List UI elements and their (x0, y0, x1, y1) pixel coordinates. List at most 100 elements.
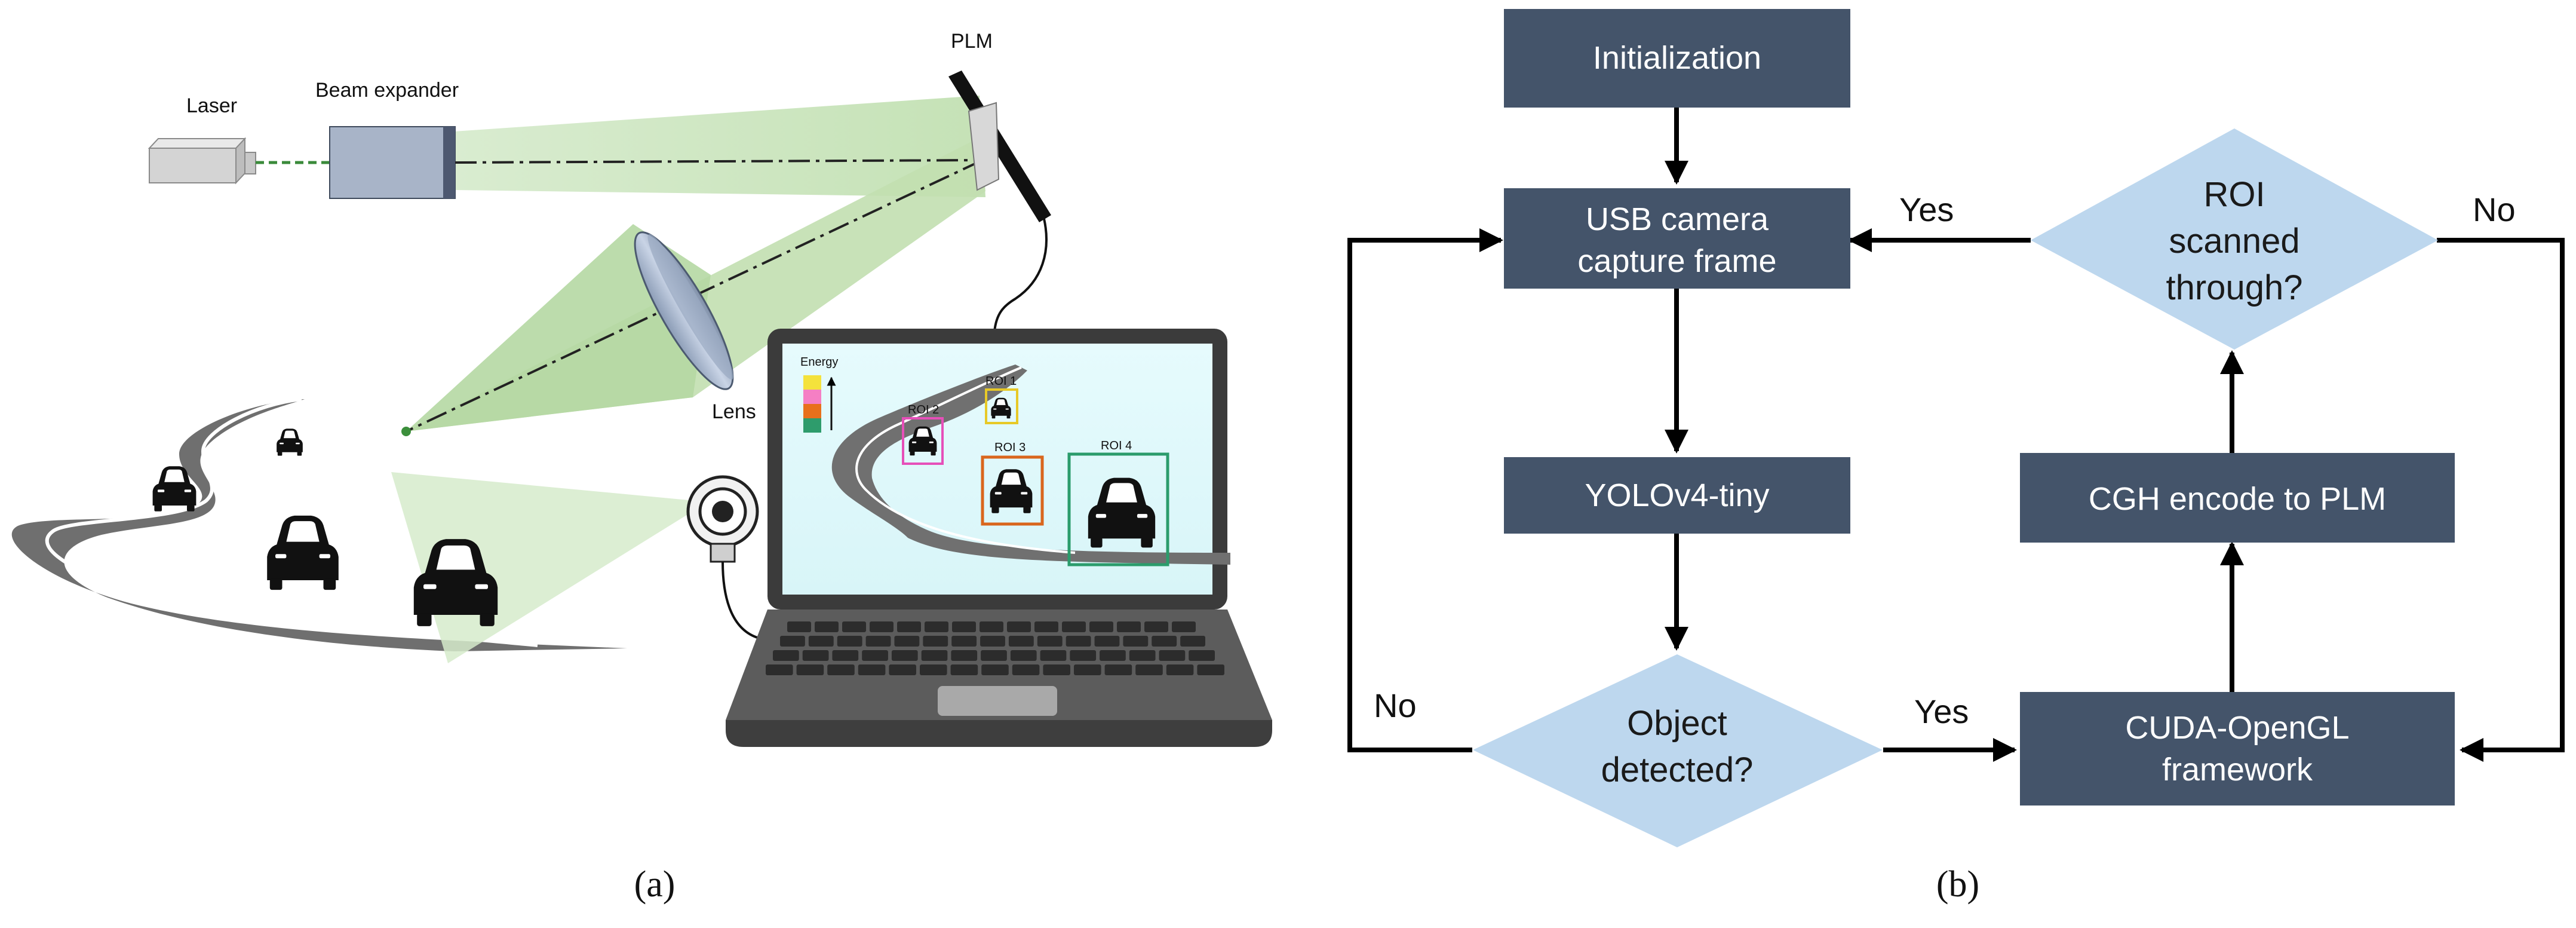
keyboard-key (951, 636, 977, 647)
beam-expander (329, 126, 456, 199)
keyboard-key (1100, 650, 1126, 661)
roi-4-label: ROI 4 (1101, 439, 1132, 452)
keyboard-key (1129, 650, 1156, 661)
roi-2-box (902, 417, 944, 465)
keyboard-key (1094, 636, 1120, 647)
focus-point (401, 427, 411, 436)
beam-expander-label: Beam expander (315, 79, 459, 102)
panel-b-caption: (b) (1936, 864, 1979, 905)
keyboard-key (1159, 650, 1186, 661)
svg-text:CGH encode to PLM: CGH encode to PLM (2089, 481, 2386, 517)
svg-text:USB camera: USB camera (1586, 201, 1769, 237)
keyboard-key (780, 636, 805, 647)
camera-field-of-view (391, 472, 708, 663)
road (11, 397, 628, 651)
keyboard-key (808, 636, 834, 647)
keyboard-key (1104, 664, 1132, 675)
keyboard-key (980, 636, 1005, 647)
panel-b-flowchart: Initialization USB camera capture frame … (1347, 9, 2565, 847)
svg-text:through?: through? (2166, 268, 2303, 307)
keyboard-key (921, 650, 948, 661)
webcam (686, 475, 759, 563)
car-far (277, 428, 303, 456)
keyboard-key (1123, 636, 1149, 647)
roi-1-label: ROI 1 (985, 375, 1017, 388)
svg-text:Initialization: Initialization (1593, 40, 1761, 76)
keyboard-key (858, 664, 886, 675)
keyboard-key (1172, 621, 1196, 632)
keyboard-key (1066, 636, 1091, 647)
keyboard-key (951, 650, 978, 661)
keyboard-key (1135, 664, 1163, 675)
beam-lens-segment (406, 224, 711, 431)
optical-axis-2 (406, 159, 983, 433)
node-cgh-encode: CGH encode to PLM (2020, 453, 2455, 543)
beam-expanded (454, 96, 985, 197)
edge-roi-no (2437, 238, 2565, 762)
keyboard-key (1040, 650, 1067, 661)
svg-text:scanned: scanned (2169, 222, 2299, 261)
keyboard-key (925, 621, 948, 632)
node-initialization: Initialization (1504, 9, 1850, 108)
keyboard-key (1070, 650, 1097, 661)
keyboard-key (897, 621, 921, 632)
node-cuda-opengl: CUDA-OpenGL framework (2020, 692, 2455, 806)
keyboard-key (1144, 621, 1168, 632)
svg-text:CUDA-OpenGL: CUDA-OpenGL (2125, 710, 2349, 746)
keyboard-key (870, 621, 894, 632)
panel-a-illustration: Laser Beam expander PLM Lens (11, 30, 1272, 747)
roi-3-label: ROI 3 (994, 441, 1026, 454)
edge-label-no-roi: No (2473, 191, 2516, 228)
roi-2-label: ROI 2 (908, 403, 939, 416)
keyboard-key (832, 650, 859, 661)
svg-text:capture frame: capture frame (1577, 243, 1776, 279)
energy-legend-swatch (803, 418, 821, 433)
svg-text:framework: framework (2162, 752, 2313, 788)
lens (634, 231, 734, 390)
keyboard-key (1117, 621, 1141, 632)
keyboard-key (1189, 650, 1215, 661)
keyboard-key (1180, 636, 1205, 647)
roi-3-box (981, 455, 1044, 526)
keyboard-key (980, 621, 1003, 632)
keyboard-key (894, 636, 920, 647)
keyboard-key (862, 650, 888, 661)
energy-legend (803, 375, 821, 433)
svg-text:detected?: detected? (1601, 751, 1754, 789)
energy-legend-swatch (803, 375, 821, 390)
keyboard-key (889, 664, 916, 675)
keyboard-key (787, 621, 811, 632)
svg-text:ROI: ROI (2203, 175, 2265, 214)
keyboard-key (766, 664, 793, 675)
node-yolo: YOLOv4-tiny (1504, 457, 1850, 534)
laser (148, 137, 256, 185)
svg-text:Object: Object (1627, 704, 1727, 743)
node-object-detected: Object detected? (1473, 654, 1883, 847)
flow-connectors (1347, 108, 2565, 762)
lens-label: Lens (712, 400, 756, 423)
energy-legend-title: Energy (800, 356, 838, 369)
keyboard-key (865, 636, 891, 647)
keyboard-key (1043, 664, 1070, 675)
keyboard-key (1152, 636, 1177, 647)
edge-label-no-detected: No (1374, 687, 1417, 724)
plm-cable (993, 218, 1048, 332)
keyboard-key (842, 621, 866, 632)
keyboard-key (891, 650, 918, 661)
roi-4-box (1067, 452, 1169, 566)
keyboard-key (837, 636, 862, 647)
keyboard-key (981, 664, 1009, 675)
panel-a-caption: (a) (634, 864, 676, 905)
edge-label-yes-roi: Yes (1899, 191, 1954, 228)
keyboard-key (1037, 636, 1063, 647)
keyboard-key (952, 621, 976, 632)
laptop-keyboard (766, 621, 1224, 675)
keyboard-key (1007, 621, 1031, 632)
keyboard-key (1034, 621, 1058, 632)
node-usb-camera: USB camera capture frame (1504, 188, 1850, 289)
car-near (267, 515, 339, 590)
keyboard-key (1008, 636, 1034, 647)
keyboard-key (981, 650, 1007, 661)
optical-axis-1 (455, 159, 983, 164)
keyboard-key (1010, 650, 1037, 661)
